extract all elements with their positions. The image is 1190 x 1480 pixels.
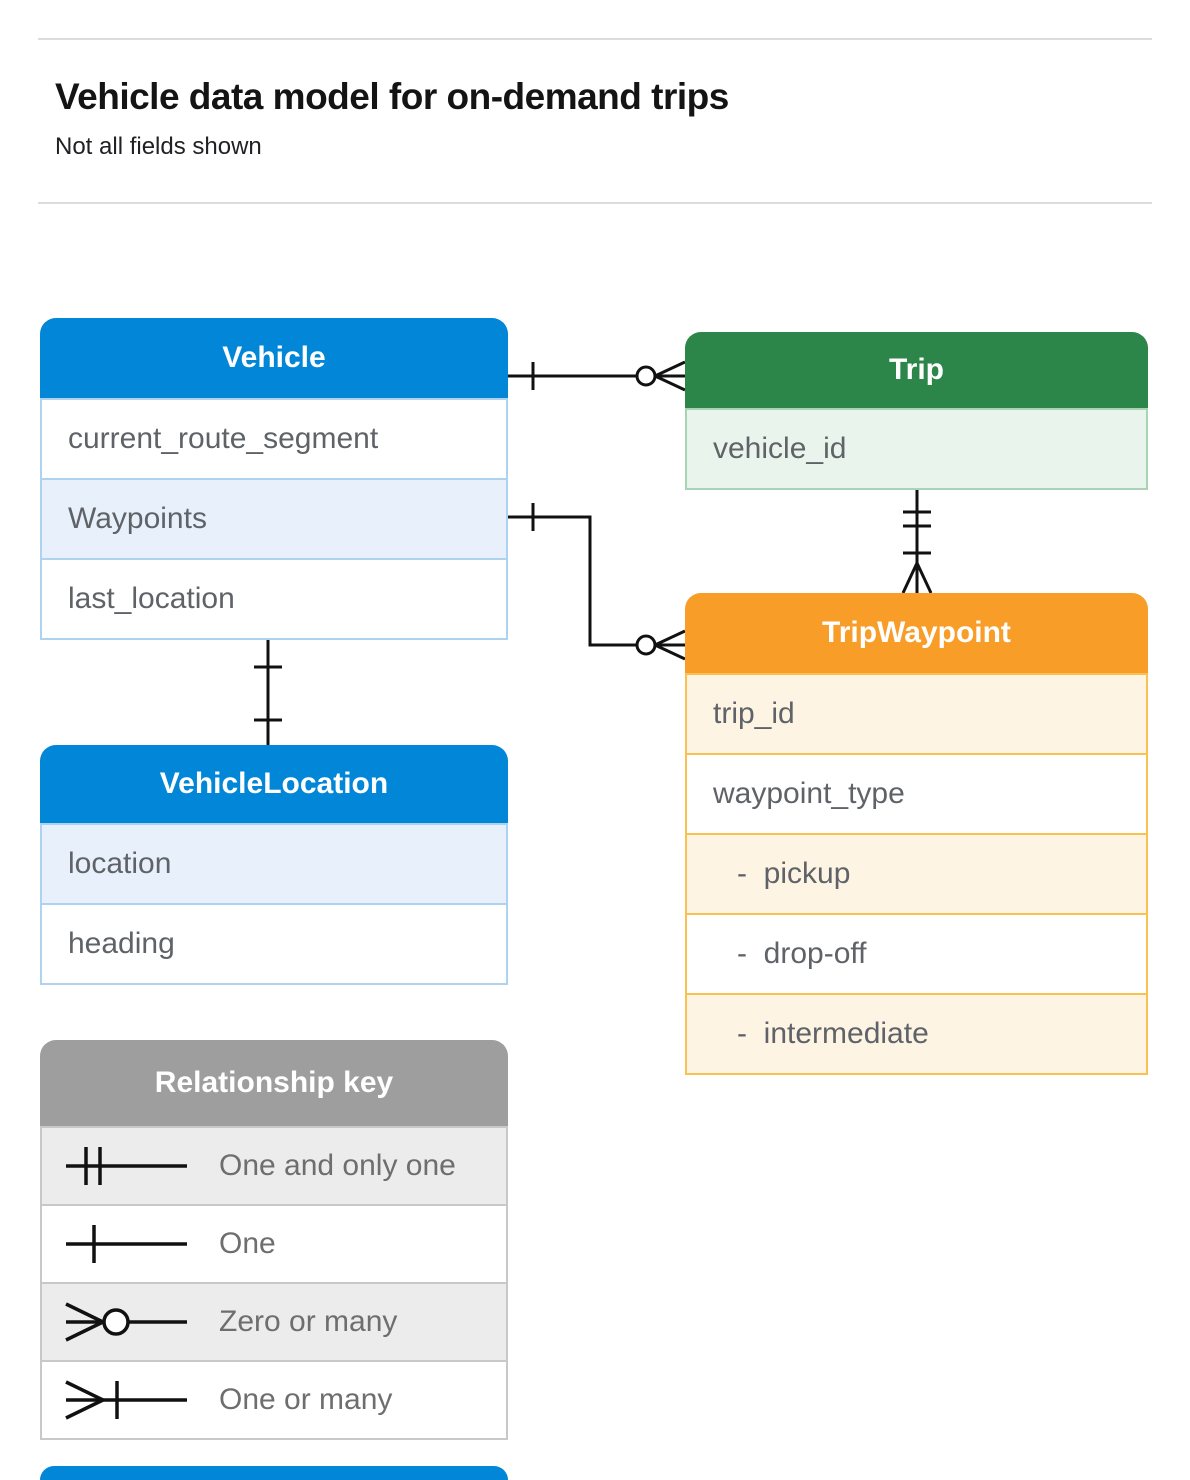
- connector-trip-tripwaypoint: [901, 488, 933, 594]
- key-label-one-or-many: One or many: [219, 1383, 393, 1416]
- table-tripwaypoint-title: TripWaypoint: [685, 593, 1148, 673]
- page-subtitle: Not all fields shown: [55, 133, 262, 160]
- field-waypoints: Waypoints: [42, 478, 506, 558]
- field-last-location: last_location: [42, 558, 506, 638]
- table-trip: Trip vehicle_id: [685, 332, 1148, 490]
- key-row-zero-or-many: Zero or many: [42, 1282, 506, 1360]
- key-label-zero-or-many: Zero or many: [219, 1305, 398, 1338]
- one-or-many-icon: [65, 1380, 187, 1420]
- connector-vehicle-vehiclelocation: [254, 636, 282, 745]
- relationship-key-title: Relationship key: [40, 1040, 508, 1126]
- key-label-one: One: [219, 1227, 276, 1260]
- table-trip-body: vehicle_id: [685, 408, 1148, 490]
- table-tripwaypoint: TripWaypoint trip_id waypoint_type - pic…: [685, 593, 1148, 1075]
- table-vehicle: Vehicle current_route_segment Waypoints …: [40, 318, 508, 640]
- one-and-only-one-icon: [66, 1147, 187, 1185]
- key-row-one: One: [42, 1204, 506, 1282]
- connector-waypoints-tripwaypoint: [508, 503, 686, 661]
- field-trip-id: trip_id: [687, 675, 1146, 753]
- table-vehicle-title: Vehicle: [40, 318, 508, 398]
- divider-header: [38, 202, 1152, 204]
- key-label-one-and-only-one: One and only one: [219, 1149, 456, 1182]
- table-trip-title: Trip: [685, 332, 1148, 408]
- table-vehiclelocation: VehicleLocation location heading: [40, 745, 508, 985]
- field-vehicle-id: vehicle_id: [687, 410, 1146, 488]
- one-icon: [66, 1225, 187, 1263]
- page-title: Vehicle data model for on-demand trips: [55, 76, 729, 117]
- cutoff-table-header: [40, 1466, 508, 1480]
- zero-or-many-icon: [65, 1302, 187, 1342]
- table-tripwaypoint-body: trip_id waypoint_type - pickup - drop-of…: [685, 673, 1148, 1075]
- table-vehicle-body: current_route_segment Waypoints last_loc…: [40, 398, 508, 640]
- divider-top: [38, 38, 1152, 40]
- key-row-one-or-many: One or many: [42, 1360, 506, 1438]
- field-heading: heading: [42, 903, 506, 983]
- relationship-key-body: One and only one One Zero or many: [40, 1126, 508, 1440]
- table-vehiclelocation-body: location heading: [40, 823, 508, 985]
- table-vehiclelocation-title: VehicleLocation: [40, 745, 508, 823]
- relationship-key: Relationship key One and only one One: [40, 1040, 508, 1440]
- value-intermediate: - intermediate: [687, 993, 1146, 1073]
- field-waypoint-type: waypoint_type: [687, 753, 1146, 833]
- value-drop-off: - drop-off: [687, 913, 1146, 993]
- value-pickup: - pickup: [687, 833, 1146, 913]
- field-current-route-segment: current_route_segment: [42, 400, 506, 478]
- field-location: location: [42, 825, 506, 903]
- connector-vehicle-trip: [508, 360, 686, 392]
- key-row-one-and-only-one: One and only one: [42, 1128, 506, 1204]
